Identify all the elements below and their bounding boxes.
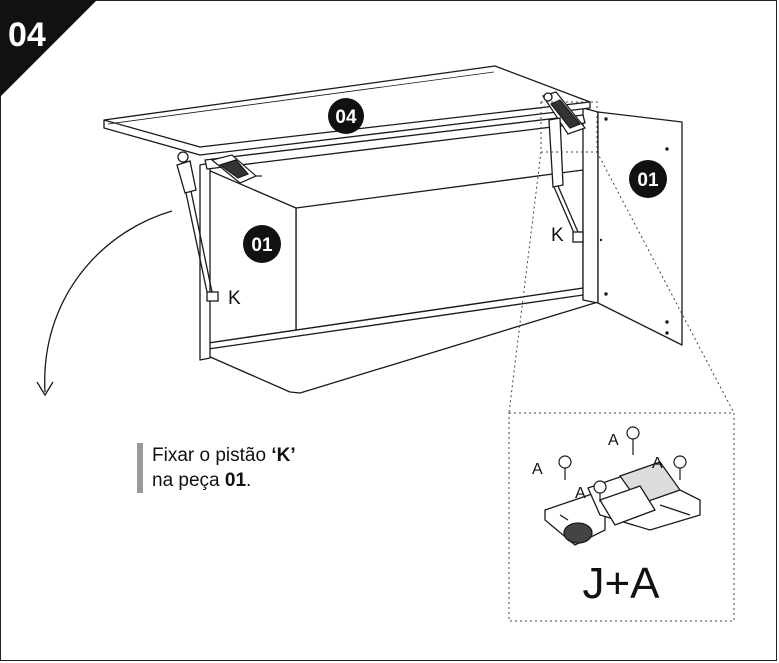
front-rail <box>204 114 586 170</box>
cabinet <box>103 65 683 394</box>
hinge-left <box>210 154 262 184</box>
piston-label-right: K <box>551 225 564 246</box>
badge-top-panel-label: 04 <box>335 107 357 128</box>
side-panel-right-face <box>597 111 683 346</box>
badge-top-panel: 04 <box>328 98 364 134</box>
screw-label-a4: A <box>575 485 586 502</box>
screw-holes <box>599 117 669 335</box>
piston-left <box>176 151 219 302</box>
badge-side-right: 01 <box>629 160 667 198</box>
instruction-note: Fixar o pistão ‘K’ na peça 01. <box>137 443 296 493</box>
step-number-tab <box>0 0 97 97</box>
detail-guide-lines <box>508 101 735 622</box>
instruction-line-1: Fixar o pistão ‘K’ <box>152 443 296 468</box>
rotation-arrow <box>36 210 173 397</box>
screw-label-a1: A <box>532 461 543 478</box>
piston-label-left: K <box>228 288 241 309</box>
detail-hinge <box>544 461 701 546</box>
side-panel-right <box>582 107 599 304</box>
detail-caption: J+A <box>582 559 660 608</box>
hinge-right <box>542 91 586 135</box>
screw-label-a3: A <box>652 455 663 472</box>
badge-side-left: 01 <box>243 225 281 263</box>
instruction-part-code: ‘K’ <box>271 445 296 466</box>
screw-icon <box>626 426 640 455</box>
instruction-text: . <box>246 470 252 491</box>
detail-box <box>508 412 735 622</box>
screw-icon <box>593 480 607 502</box>
instruction-part-number: 01 <box>224 470 247 491</box>
screw-icon <box>558 455 572 480</box>
screw-label-a2: A <box>608 432 619 449</box>
instruction-line-2: na peça 01. <box>152 468 296 493</box>
detail-screws <box>558 426 687 502</box>
badge-side-right-label: 01 <box>637 170 659 191</box>
step-number: 04 <box>8 16 46 54</box>
instruction-text: Fixar o pistão <box>152 445 272 466</box>
screw-icon <box>673 455 687 480</box>
badge-side-left-label: 01 <box>251 235 273 256</box>
instruction-text: na peça <box>152 470 225 491</box>
